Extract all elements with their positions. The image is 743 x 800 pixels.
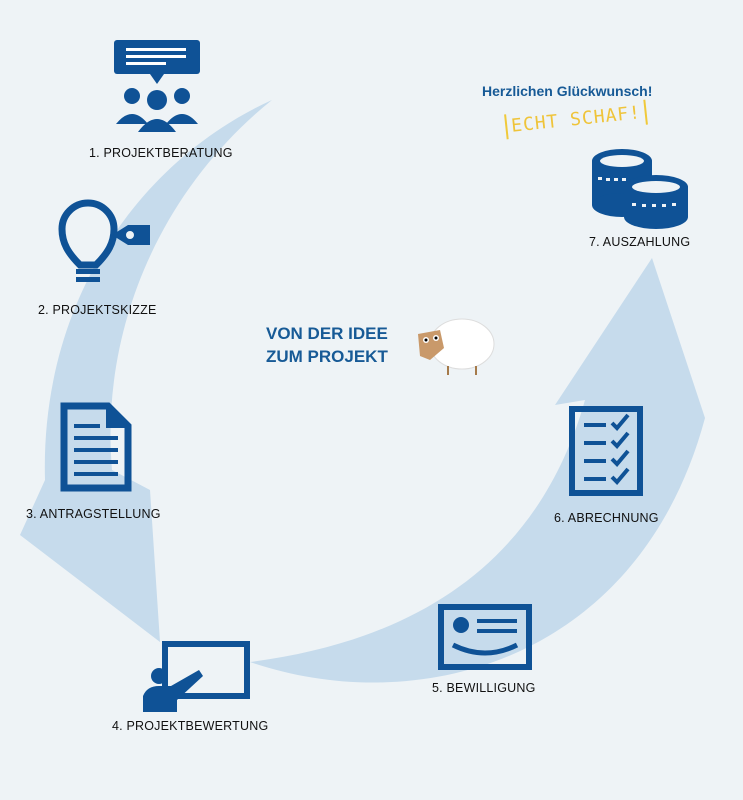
lightbulb-icon [58, 199, 150, 282]
step-4-label: 4. PROJEKTBEWERTUNG [112, 719, 269, 733]
consultation-icon [114, 40, 200, 132]
step-3-label: 3. ANTRAGSTELLUNG [26, 507, 161, 521]
step-6-label: 6. ABRECHNUNG [554, 511, 659, 525]
step-1-label: 1. PROJEKTBERATUNG [89, 146, 233, 160]
right-arrow [250, 258, 705, 683]
document-icon [60, 402, 132, 492]
left-arrow [20, 100, 272, 642]
sheep-icon [418, 318, 495, 375]
step-7-label: 7. AUSZAHLUNG [589, 235, 691, 249]
step-5-label: 5. BEWILLIGUNG [432, 681, 536, 695]
title-line-2: ZUM PROJEKT [266, 347, 388, 366]
checklist-icon [569, 406, 643, 496]
certificate-icon [438, 604, 532, 670]
congrats-text: Herzlichen Glückwunsch! [482, 83, 653, 99]
coins-icon [592, 149, 688, 229]
presentation-icon [143, 641, 250, 712]
step-2-label: 2. PROJEKTSKIZZE [38, 303, 157, 317]
diagram-title: VON DER IDEE ZUM PROJEKT [266, 322, 388, 368]
title-line-1: VON DER IDEE [266, 324, 388, 343]
